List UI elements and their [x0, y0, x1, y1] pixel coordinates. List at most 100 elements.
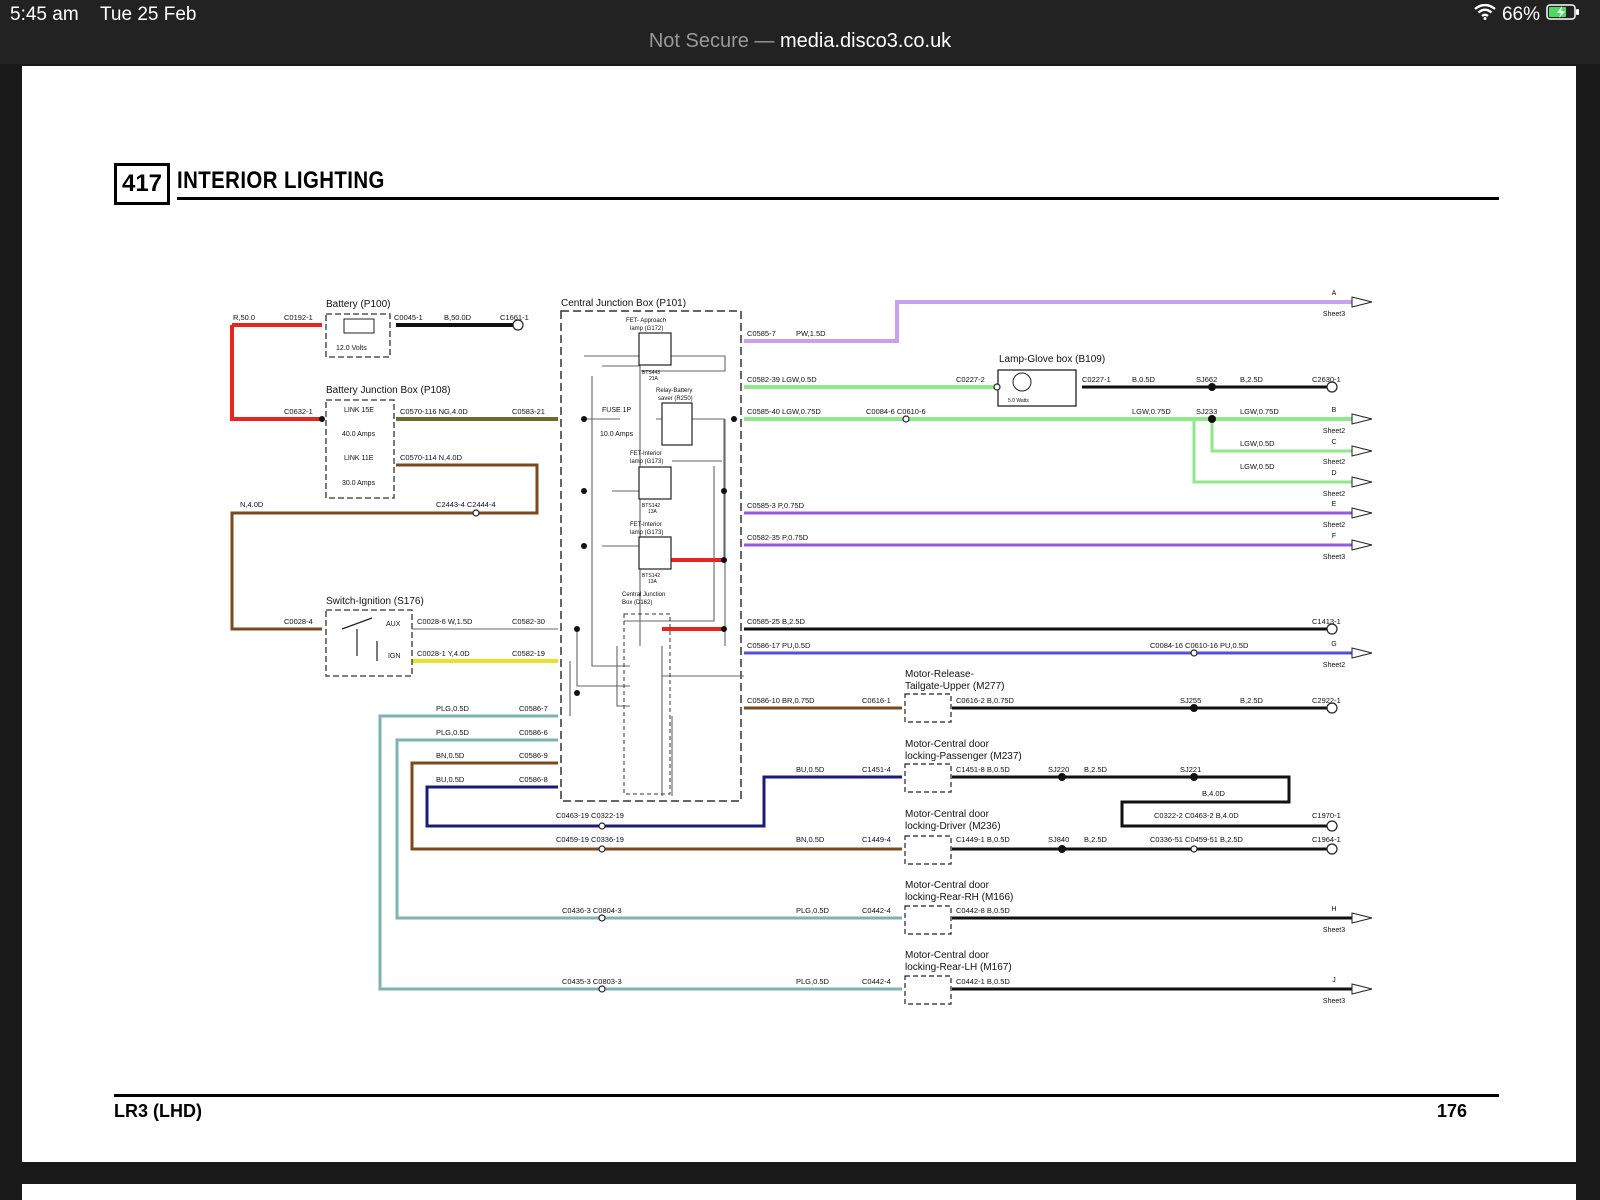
status-bar: 5:45 am Tue 25 Feb 66%: [0, 0, 1600, 30]
sheet-ref-letter: H: [1331, 906, 1336, 913]
wire-label: C0585-25 B,2.5D: [747, 617, 806, 626]
wire-label: C0585-3 P,0.75D: [747, 501, 805, 510]
sheet-ref-sheet: Sheet3: [1323, 554, 1345, 561]
wire-label: BN,0.5D: [436, 751, 465, 760]
wire-label: C0583-21: [512, 407, 545, 416]
fet-int-b-label: FET-Interior: [630, 522, 662, 528]
wire-plg2: [395, 738, 902, 920]
wire-label: SJ233: [1196, 407, 1217, 416]
wire-label: C0227-2: [956, 375, 985, 384]
header-rule: [177, 197, 1499, 200]
wire-label: C0582-39 LGW,0.5D: [747, 375, 817, 384]
m236-label: Motor-Central door: [905, 809, 990, 820]
wire-label: B,2.5D: [1240, 696, 1264, 705]
battery-box: [325, 313, 391, 358]
wire-label: C0586-9: [519, 751, 548, 760]
wire-label: C0084-16 C0610-16 PU,0.5D: [1150, 641, 1249, 650]
wire-label: C2443-4 C2444-4: [436, 500, 496, 509]
wire-lgw-d: [1192, 417, 1352, 484]
ignition-label: Switch-Ignition (S176): [326, 596, 424, 607]
wire-label: C0586-17 PU,0.5D: [747, 641, 811, 650]
wire-label: PLG,0.5D: [796, 977, 830, 986]
fet-int-a-label2: lamp (G173): [630, 459, 663, 465]
sheet-ref-sheet: Sheet2: [1323, 522, 1345, 529]
wire-label: C0028-6 W,1.5D: [417, 617, 473, 626]
sheet-ref-letter: B: [1332, 407, 1337, 414]
wire-plg1: [378, 714, 902, 991]
wire-label: BU,0.5D: [796, 765, 825, 774]
wire-label: C0582-35 P,0.75D: [747, 533, 809, 542]
m166-box: [904, 905, 952, 935]
status-time: 5:45 am: [10, 4, 79, 25]
m237-label: Motor-Central door: [905, 739, 990, 750]
wire-label: B,2.5D: [1240, 375, 1264, 384]
wire-label: C0586-8: [519, 775, 548, 784]
aux-label: AUX: [386, 621, 401, 628]
sheet-ref-sheet: Sheet2: [1323, 662, 1345, 669]
m277-box: [904, 693, 952, 723]
fet-int-b-box: [638, 536, 672, 570]
m167-box: [904, 975, 952, 1005]
wire-label: C1413-1: [1312, 617, 1341, 626]
sheet-ref-letter: C: [1331, 439, 1336, 446]
relay-box: [661, 402, 693, 446]
wire-label: B,2.5D: [1084, 765, 1108, 774]
footer-model: LR3 (LHD): [114, 1101, 202, 1121]
wire-label: PW,1.5D: [796, 329, 826, 338]
wire-label: PLG,0.5D: [436, 704, 470, 713]
wire-label: C0586-6: [519, 728, 548, 737]
wire-label: SJ662: [1196, 375, 1217, 384]
fet-int-a-label: FET-Interior: [630, 451, 662, 457]
wire-label: C0586-7: [519, 704, 548, 713]
link15-label: LINK 15E: [344, 407, 374, 414]
cjb-d162-label2: Box (D162): [622, 600, 652, 606]
link11-label: LINK 11E: [344, 455, 374, 462]
wire-label: PLG,0.5D: [436, 728, 470, 737]
document-page: 417 INTERIOR LIGHTING: [22, 66, 1576, 1162]
cjb-box: [560, 310, 742, 802]
m237-label2: locking-Passenger (M237): [905, 751, 1022, 762]
wire-label: C1449-4: [862, 835, 891, 844]
cjb-label: Central Junction Box (P101): [561, 298, 686, 309]
wire-label: C0616-1: [862, 696, 891, 705]
wire-label: LGW,0.5D: [1240, 462, 1275, 471]
url-bar[interactable]: Not Secure — media.disco3.co.uk: [0, 30, 1600, 64]
wire-label: SJ840: [1048, 835, 1069, 844]
wire-label: LGW,0.75D: [1240, 407, 1279, 416]
security-label: Not Secure —: [648, 30, 775, 52]
ignition-box: [325, 609, 413, 677]
status-date: Tue 25 Feb: [100, 4, 197, 25]
sheet-ref-letter: D: [1331, 470, 1336, 477]
wire-label: C0436-3 C0804-3: [562, 906, 622, 915]
sheet-ref-sheet: Sheet3: [1323, 927, 1345, 934]
wire-label: B,4.0D: [1202, 789, 1226, 798]
cjb-d162-label: Central Junction: [622, 592, 665, 598]
wire-label: SJ255: [1180, 696, 1201, 705]
battery-label: Battery (P100): [326, 299, 390, 310]
wire-label: C0570-116 NG,4.0D: [400, 407, 468, 416]
m166-label2: locking-Rear-RH (M166): [905, 892, 1013, 903]
wire-label: C1964-1: [1312, 835, 1341, 844]
wire-label: C0435-3 C0803-3: [562, 977, 622, 986]
fet-approach-box: [638, 332, 672, 366]
wire-label: LGW,0.5D: [1240, 439, 1275, 448]
sheet-ref-sheet: Sheet3: [1323, 998, 1345, 1005]
relay-label2: saver (R250): [658, 396, 693, 402]
wire-label: C1451-8 B,0.5D: [956, 765, 1010, 774]
wire-label: C1970-1: [1312, 811, 1341, 820]
m277-label2: Tailgate-Upper (M277): [905, 681, 1005, 692]
domain-label: media.disco3.co.uk: [779, 30, 952, 52]
bts443-label: BTS443: [642, 370, 660, 376]
sheet-ref-sheet: Sheet2: [1323, 428, 1345, 435]
wire-label: C0570-114 N,4.0D: [400, 453, 463, 462]
wire-label: C0045-1: [394, 313, 423, 322]
wiring-diagram: Battery (P100) 12.0 Volts Battery Juncti…: [230, 290, 1373, 1005]
bts142b-label: BTS142: [642, 573, 660, 579]
wire-label: C1449-1 B,0.5D: [956, 835, 1010, 844]
sheet-ref-letter: J: [1332, 977, 1336, 984]
wire-label: LGW,0.75D: [1132, 407, 1171, 416]
bjb-label: Battery Junction Box (P108): [326, 385, 451, 396]
wire-label: C0616-2 B,0.75D: [956, 696, 1015, 705]
wifi-icon: [1474, 3, 1496, 26]
wire-label: C0463-19 C0322-19: [556, 811, 624, 820]
